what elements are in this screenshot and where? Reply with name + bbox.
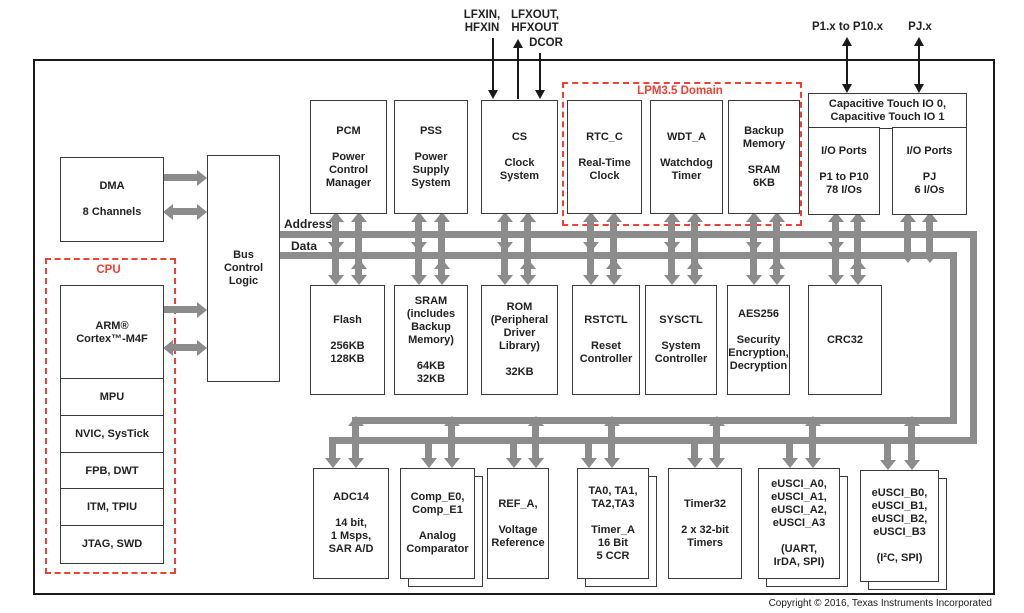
bus-tap-comp-right <box>443 416 460 468</box>
bus-tap-ref-left <box>505 441 522 468</box>
bus-tap-ta-right <box>603 416 620 468</box>
block-flash: Flash 256KB 128KB <box>310 285 385 395</box>
block-arm-cortex-m4f: ARM® Cortex™-M4F <box>60 285 164 380</box>
block-sysctl: SYSCTL System Controller <box>645 285 717 395</box>
block-wdt-a: WDT_A Watchdog Timer <box>650 100 723 214</box>
block-nvic-systick: NVIC, SysTick <box>60 415 164 454</box>
bus-tap-timer32-left <box>686 441 703 468</box>
block-io-ports-pj: I/O Ports PJ 6 I/Os <box>892 127 967 215</box>
block-ref-a: REF_A, Voltage Reference <box>487 468 549 579</box>
bus-tap-rtc-rstctl-right <box>605 212 622 285</box>
bus-tap-pss-sram-left <box>410 212 427 285</box>
label-pjx: PJ.x <box>908 21 932 33</box>
bus-data-label: Data <box>291 239 318 253</box>
block-crc32: CRC32 <box>808 285 882 395</box>
bus-tap-ta-left <box>580 441 597 468</box>
block-eusci-b: eUSCI_B0, eUSCI_B1, eUSCI_B2, eUSCI_B3 (… <box>860 470 939 582</box>
arrow-dcor-in <box>535 53 545 99</box>
bus-tap-cs-rom-right <box>519 212 536 285</box>
cpu-region-label: CPU <box>96 264 121 276</box>
bus-tap-wdt-sysctl-left <box>663 212 680 285</box>
block-timer-a: TA0, TA1, TA2,TA3 Timer_A 16 Bit 5 CCR <box>577 468 649 579</box>
cpu-region-box <box>45 258 176 574</box>
block-sram: SRAM (includes Backup Memory) 64KB 32KB <box>394 285 468 395</box>
bus-tap-iop1-crc-left <box>827 212 844 285</box>
arrow-arm-bcl-bidir <box>163 339 207 356</box>
block-aes256: AES256 Security Encryption, Decryption <box>727 285 790 395</box>
arrow-p1-p10-io <box>842 37 852 93</box>
block-mpu: MPU <box>60 378 164 417</box>
label-dcor: DCOR <box>529 37 563 49</box>
block-cs: CS Clock System <box>481 100 558 214</box>
bus-tap-rtc-rstctl-left <box>582 212 599 285</box>
bus-data-right-vertical <box>950 252 957 424</box>
copyright-note: Copyright © 2016, Texas Instruments Inco… <box>768 598 992 609</box>
bus-tap-cs-rom-left <box>496 212 513 285</box>
block-comp-e0-e1: Comp_E0, Comp_E1 Analog Comparator <box>400 468 475 579</box>
lpm35-region-label: LPM3.5 Domain <box>637 85 723 97</box>
bus-tap-adc-right <box>347 416 364 468</box>
bus-address-label: Address <box>284 217 333 231</box>
block-capacitive-touch-io: Capacitive Touch IO 0, Capacitive Touch … <box>808 93 967 129</box>
block-pss: PSS Power Supply System <box>394 100 468 214</box>
block-rstctl: RSTCTL Reset Controller <box>572 285 640 395</box>
bus-tap-pcm-flash-right <box>350 212 367 285</box>
bus-tap-comp-left <box>420 441 437 468</box>
bus-tap-euscib-left <box>879 441 896 470</box>
bus-tap-iopj-left <box>899 212 916 263</box>
block-itm-tpiu: ITM, TPIU <box>60 488 164 527</box>
bus-tap-pcm-flash-left <box>327 212 344 285</box>
arrow-dma-bcl-bidir <box>163 203 207 220</box>
arrow-pj-io <box>914 37 924 93</box>
bus-tap-backup-aes-left <box>745 212 762 285</box>
bus-tap-euscib-right <box>903 416 920 470</box>
arrow-arm-to-bcl <box>163 301 207 318</box>
bus-data-horizontal <box>278 252 957 259</box>
block-rtc-c: RTC_C Real-Time Clock <box>567 100 642 214</box>
bus-address-right-vertical <box>970 231 977 444</box>
block-backup-memory: Backup Memory SRAM 6KB <box>728 100 800 214</box>
arrow-lfxout-out <box>513 39 523 99</box>
block-rom: ROM (Peripheral Driver Library) 32KB <box>481 285 558 395</box>
bus-tap-timer32-right <box>708 416 725 468</box>
bus-tap-ref-right <box>527 416 544 468</box>
block-adc14: ADC14 14 bit, 1 Msps, SAR A/D <box>313 468 389 579</box>
bus-tap-wdt-sysctl-right <box>686 212 703 285</box>
block-fpb-dwt: FPB, DWT <box>60 452 164 490</box>
bus-address-horizontal <box>278 231 977 238</box>
lpm35-region-box <box>562 82 802 226</box>
bus-address-bottom-horizontal <box>329 437 977 444</box>
bus-tap-backup-aes-right <box>768 212 785 285</box>
block-pcm: PCM Power Control Manager <box>310 100 387 214</box>
bus-tap-pss-sram-right <box>433 212 450 285</box>
block-dma: DMA 8 Channels <box>60 157 164 242</box>
bus-tap-euscia-left <box>781 441 798 468</box>
bus-tap-adc-left <box>324 441 341 468</box>
label-lfxout-hfxout: LFXOUT, HFXOUT <box>511 9 559 34</box>
bus-tap-iop1-crc-right <box>849 212 866 285</box>
bus-tap-iopj-right <box>921 212 938 263</box>
chip-outline <box>33 59 995 595</box>
arrow-dma-to-bcl <box>163 169 207 186</box>
block-timer32: Timer32 2 x 32-bit Timers <box>668 468 742 579</box>
block-eusci-a: eUSCI_A0, eUSCI_A1, eUSCI_A2, eUSCI_A3 (… <box>758 468 840 579</box>
block-io-ports-p1-p10: I/O Ports P1 to P10 78 I/Os <box>808 127 880 215</box>
label-lfxin-hfxin: LFXIN, HFXIN <box>463 9 501 34</box>
label-p1-to-p10: P1.x to P10.x <box>812 21 883 33</box>
block-jtag-swd: JTAG, SWD <box>60 525 164 564</box>
bus-tap-euscia-right <box>804 416 821 468</box>
arrow-lfxin-in <box>488 38 498 99</box>
block-bus-control-logic: Bus Control Logic <box>207 155 280 382</box>
bus-data-bottom-horizontal <box>352 417 957 424</box>
